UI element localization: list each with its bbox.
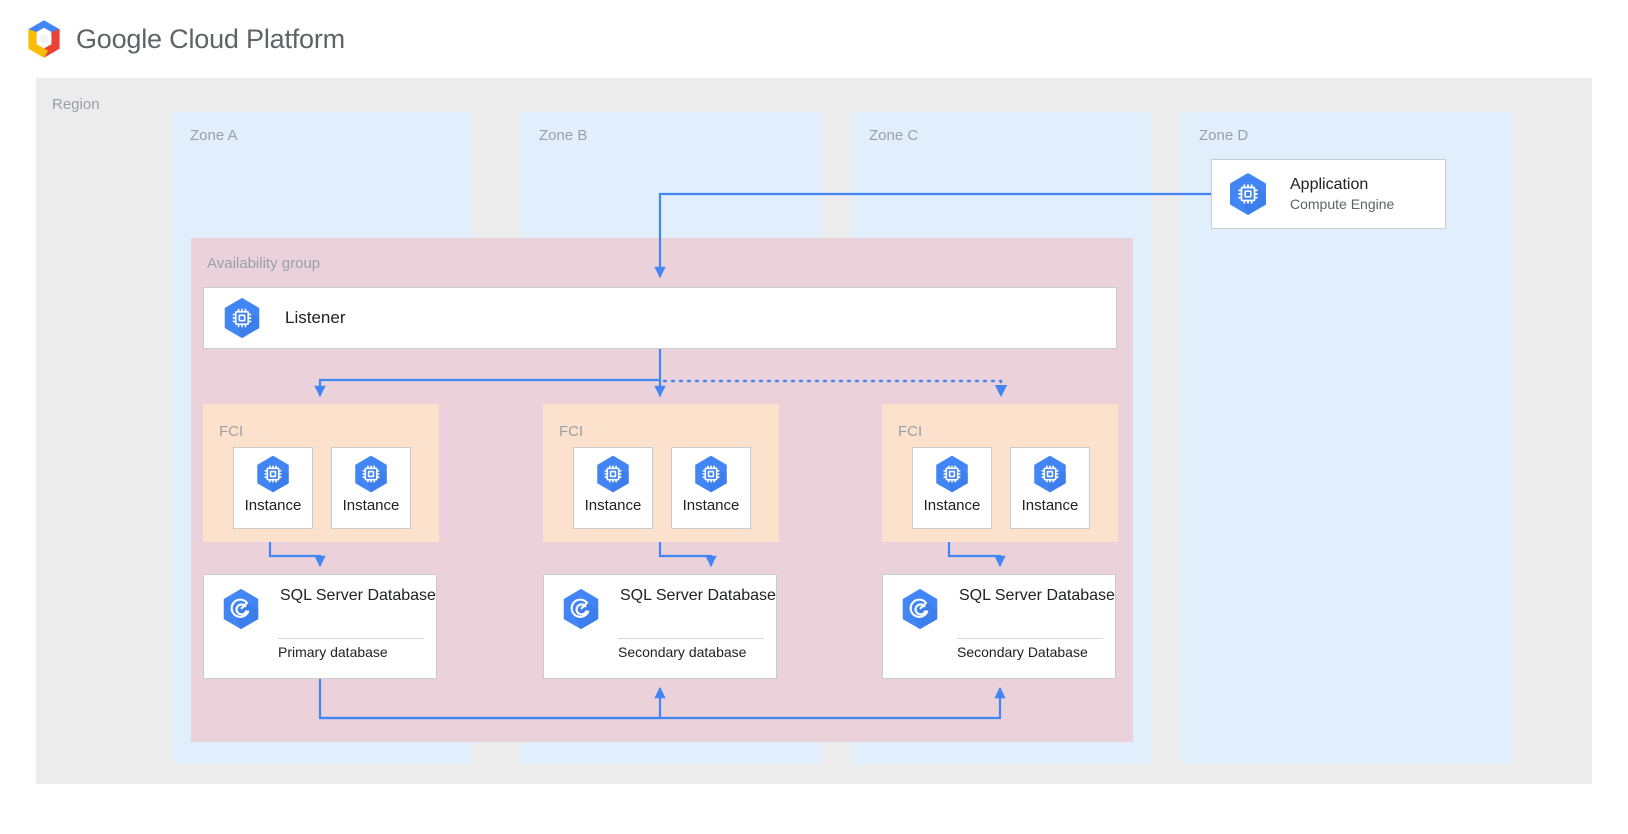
sql-database-card-secondary-b[interactable]: SQL Server Database Secondary database — [543, 574, 777, 679]
db-title: SQL Server Database — [620, 587, 776, 604]
instance-card[interactable]: Instance — [573, 447, 653, 529]
instance-card[interactable]: Instance — [671, 447, 751, 529]
db-divider — [618, 638, 764, 639]
compute-engine-icon — [936, 455, 968, 493]
application-title: Application — [1290, 176, 1369, 194]
db-role-label: Primary database — [278, 644, 388, 660]
db-header: SQL Server Database — [883, 575, 1115, 632]
db-header: SQL Server Database — [544, 575, 776, 632]
compute-engine-icon — [355, 455, 387, 493]
db-divider — [278, 638, 424, 639]
zone-a-label: Zone A — [190, 127, 238, 144]
fci-b-container: FCI Instance — [543, 404, 779, 542]
fci-b-label: FCI — [559, 423, 584, 440]
region-label: Region — [52, 96, 100, 113]
fci-a-container: FCI Instance — [203, 404, 439, 542]
compute-engine-icon — [1034, 455, 1066, 493]
compute-engine-icon — [1230, 173, 1266, 215]
compute-engine-icon — [224, 297, 260, 339]
application-subtitle: Compute Engine — [1290, 196, 1395, 213]
fci-c-label: FCI — [898, 423, 923, 440]
instance-card[interactable]: Instance — [331, 447, 411, 529]
instance-label: Instance — [244, 497, 302, 514]
db-role-label: Secondary database — [618, 644, 747, 660]
sql-server-database-icon — [902, 588, 938, 630]
brand-google: Google — [76, 23, 162, 54]
sql-database-card-primary[interactable]: SQL Server Database Primary database — [203, 574, 437, 679]
instance-label: Instance — [584, 497, 642, 514]
sql-server-database-icon — [223, 588, 259, 630]
db-title: SQL Server Database — [959, 587, 1115, 604]
application-text: Application Compute Engine — [1290, 174, 1394, 214]
compute-engine-icon — [597, 455, 629, 493]
sql-server-database-icon — [563, 588, 599, 630]
listener-card[interactable]: Listener — [203, 287, 1117, 349]
zone-c-label: Zone C — [869, 127, 919, 144]
fci-c-container: FCI Instance — [882, 404, 1118, 542]
brand-cloud-platform: Cloud Platform — [161, 23, 345, 54]
instance-card[interactable]: Instance — [233, 447, 313, 529]
compute-engine-icon — [695, 455, 727, 493]
instance-label: Instance — [682, 497, 740, 514]
instance-card[interactable]: Instance — [1010, 447, 1090, 529]
db-role-label: Secondary Database — [957, 644, 1088, 660]
page-header: Google Cloud Platform — [0, 0, 1628, 78]
db-divider — [957, 638, 1103, 639]
availability-group-label: Availability group — [207, 255, 321, 272]
instance-card[interactable]: Instance — [912, 447, 992, 529]
brand-wordmark: Google Cloud Platform — [76, 24, 345, 55]
application-card[interactable]: Application Compute Engine — [1211, 159, 1446, 229]
sql-database-card-secondary-c[interactable]: SQL Server Database Secondary Database — [882, 574, 1116, 679]
fci-a-label: FCI — [219, 423, 244, 440]
google-cloud-hexagon-logo-icon — [28, 20, 60, 58]
instance-label: Instance — [923, 497, 981, 514]
db-title: SQL Server Database — [280, 587, 436, 604]
instance-label: Instance — [342, 497, 400, 514]
compute-engine-icon — [257, 455, 289, 493]
listener-label: Listener — [285, 308, 346, 327]
zone-d-label: Zone D — [1199, 127, 1249, 144]
db-header: SQL Server Database — [204, 575, 436, 632]
zone-b-label: Zone B — [539, 127, 588, 144]
instance-label: Instance — [1021, 497, 1079, 514]
